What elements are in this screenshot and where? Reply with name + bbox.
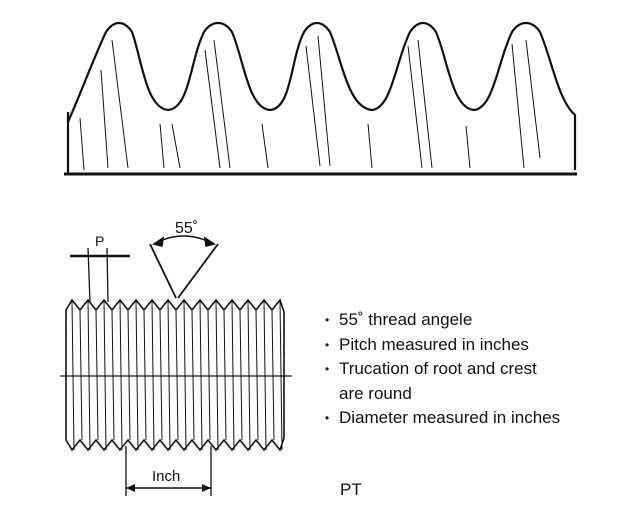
angle-leg-right [177,243,219,299]
profile-outline [66,21,577,170]
profile-hatching [79,35,541,171]
feature-list: 55˚ thread angele Pitch measured in inch… [325,308,560,431]
bolt-thread-lines [71,299,283,451]
inch-indicator [125,446,212,496]
inch-label: Inch [152,468,180,485]
inch-arrow-left [126,484,135,492]
feature-item-truncation: Trucation of root and crest are round [325,357,560,406]
angle-label: 55˚ [175,220,198,237]
pitch-leader-left [87,247,91,303]
angle-arrow-left [152,236,165,247]
bolt-top-crest [65,298,285,313]
feature-item-angle: 55˚ thread angele [325,308,560,333]
feature-item-pitch: Pitch measured in inches [325,333,560,358]
thread-type-label: PT [340,480,362,499]
feature-text: Diameter measured in inches [339,408,561,427]
feature-text-continued: are round [339,383,412,403]
angle-arrow-right [203,236,216,247]
angle-indicator [149,235,219,299]
feature-text: 55˚ thread angele [339,310,473,329]
thread-profile [64,21,577,176]
feature-item-diameter: Diameter measured in inches [325,406,560,431]
pitch-indicator [70,247,130,303]
pitch-label: P [95,233,104,249]
feature-text: Pitch measured in inches [339,334,529,354]
bolt-bottom-crest [65,437,285,452]
pitch-leader-right [106,247,109,303]
angle-leg-left [149,243,177,299]
feature-text: Trucation of root and crest [339,359,537,378]
inch-arrow-right [202,484,211,492]
